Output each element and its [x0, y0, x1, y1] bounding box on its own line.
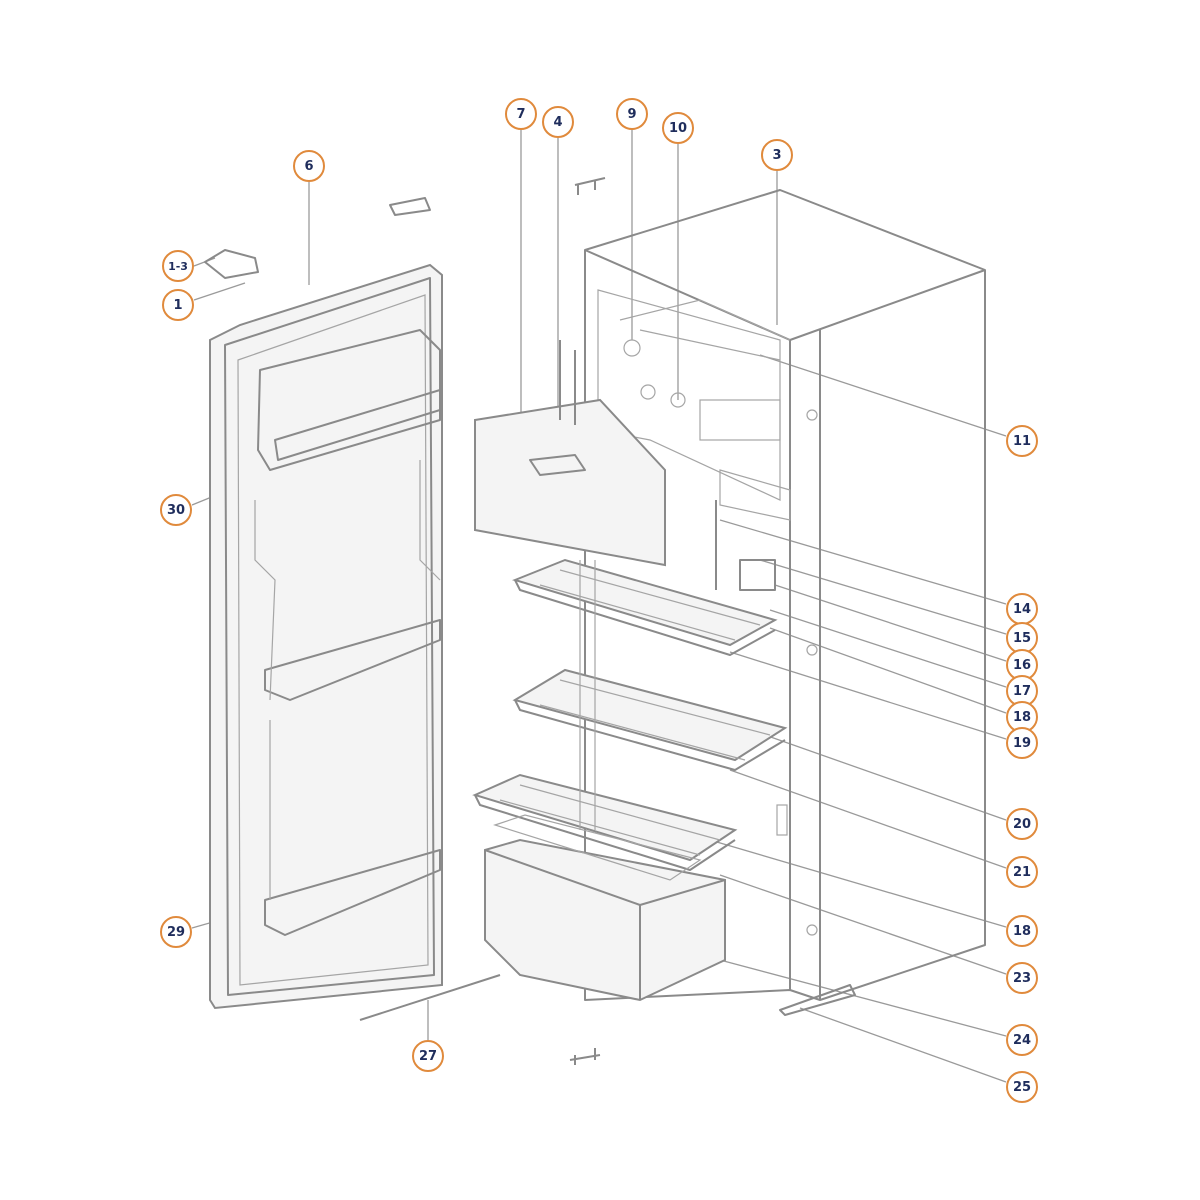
callout-14[interactable]: 14: [1006, 593, 1038, 625]
callout-29[interactable]: 29: [160, 916, 192, 948]
callout-21[interactable]: 21: [1006, 856, 1038, 888]
callout-9[interactable]: 9: [616, 98, 648, 130]
callout-17[interactable]: 17: [1006, 675, 1038, 707]
callout-18-lower[interactable]: 18: [1006, 915, 1038, 947]
callout-1[interactable]: 1: [162, 289, 194, 321]
callout-7[interactable]: 7: [505, 98, 537, 130]
callout-23[interactable]: 23: [1006, 962, 1038, 994]
hinge-parts: [204, 177, 606, 1065]
callout-1-3[interactable]: 1-3: [162, 250, 194, 282]
callout-10[interactable]: 10: [662, 112, 694, 144]
callout-3[interactable]: 3: [761, 139, 793, 171]
callout-27[interactable]: 27: [412, 1040, 444, 1072]
crisper-drawer: [484, 814, 726, 1002]
callout-25[interactable]: 25: [1006, 1071, 1038, 1103]
callout-6[interactable]: 6: [293, 150, 325, 182]
callout-20[interactable]: 20: [1006, 808, 1038, 840]
freezer-door: [474, 340, 666, 567]
callout-24[interactable]: 24: [1006, 1024, 1038, 1056]
door: [209, 263, 443, 1010]
callout-19[interactable]: 19: [1006, 727, 1038, 759]
callout-11[interactable]: 11: [1006, 425, 1038, 457]
callout-30[interactable]: 30: [160, 494, 192, 526]
leader-lines: [191, 130, 1007, 1083]
shelves: [472, 558, 788, 871]
callout-4[interactable]: 4: [542, 106, 574, 138]
